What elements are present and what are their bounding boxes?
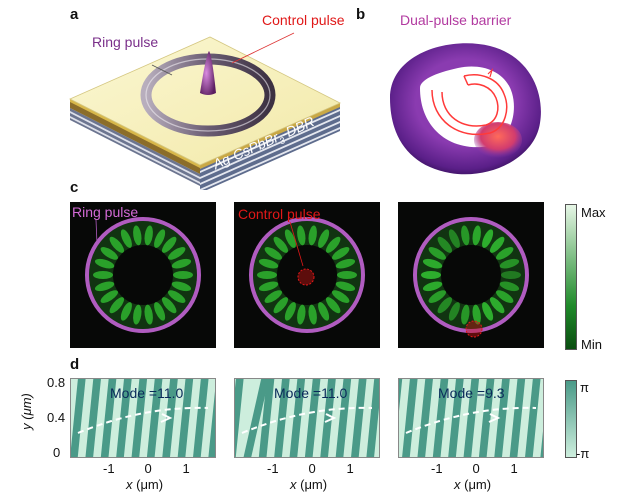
x-tick-1-1: 0 (144, 461, 152, 476)
control-pulse-spike (200, 51, 216, 95)
x-axis-label-1: x (μm) (126, 477, 164, 492)
emission-image-3 (398, 202, 544, 348)
control-pulse-label-a: Control pulse (262, 12, 345, 28)
film-top-face (69, 36, 341, 166)
emission-image-2 (234, 202, 380, 348)
dbr-layers-right (200, 103, 340, 190)
control-pulse-arrow (231, 32, 295, 64)
colorbar-pi: π (580, 380, 589, 395)
device-schematic (69, 32, 341, 190)
x-tick-2-2: 1 (346, 461, 354, 476)
y-tick-0.8: 0.8 (47, 375, 66, 390)
mode-label-3: Mode =9.3 (438, 385, 505, 401)
phase-map-2 (234, 378, 380, 458)
x-axis-label-3: x (μm) (454, 477, 492, 492)
trajectory-outer (431, 74, 508, 136)
emission-image-1 (70, 202, 216, 348)
x-tick-1-2: 1 (182, 461, 190, 476)
barrier-torus (390, 43, 541, 175)
ring-pulse-label-a: Ring pulse (92, 34, 159, 50)
ring-pulse-arrow (151, 64, 173, 76)
colorbar-min: Min (581, 337, 602, 352)
control-pulse-label-c: Control pulse (238, 206, 321, 222)
colorbar-max: Max (581, 205, 606, 220)
x-tick-1-0: -1 (103, 461, 115, 476)
panel-label-a: a (70, 6, 79, 23)
ring-pulse-label-c: Ring pulse (72, 204, 139, 220)
mode-label-2: Mode =11.0 (274, 385, 348, 401)
phase-colorbar (565, 380, 577, 458)
phase-map-3 (398, 378, 544, 458)
x-tick-2-1: 0 (308, 461, 316, 476)
trajectory-inner (441, 83, 499, 127)
mode-label-1: Mode =11.0 (110, 385, 184, 401)
x-tick-3-2: 1 (510, 461, 518, 476)
colorbar-minus-pi: -π (576, 446, 590, 461)
y-tick-0.4: 0.4 (47, 410, 66, 425)
panel-label-c: c (70, 179, 79, 196)
panel-label-b: b (356, 6, 366, 23)
dual-pulse-title: Dual-pulse barrier (400, 12, 512, 28)
x-tick-3-1: 0 (472, 461, 480, 476)
phase-map-1 (70, 378, 216, 458)
intensity-colorbar (565, 204, 577, 350)
x-tick-3-0: -1 (431, 461, 443, 476)
panel-label-d: d (70, 356, 80, 373)
trajectory-arrow (487, 67, 494, 78)
control-bump (474, 122, 522, 158)
x-axis-label-2: x (μm) (290, 477, 328, 492)
y-axis-label: y (μm) (18, 393, 34, 430)
dbr-layers-left (70, 99, 200, 186)
y-tick-0: 0 (53, 445, 61, 460)
barrier-landscape (390, 43, 541, 175)
x-tick-2-0: -1 (267, 461, 279, 476)
